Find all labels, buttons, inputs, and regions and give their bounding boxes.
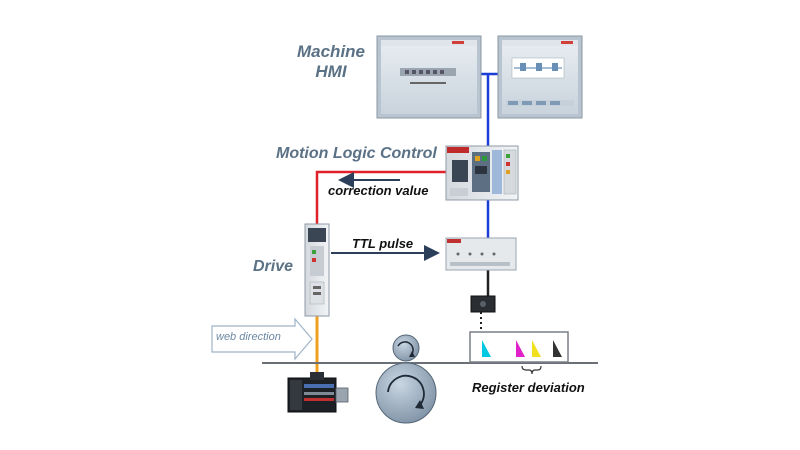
machine-hmi-label-line2: HMI xyxy=(315,62,347,81)
deviation-brace xyxy=(521,365,542,375)
web-direction-label: web direction xyxy=(216,331,281,343)
register-mark-yellow xyxy=(532,340,541,357)
register-mark-black xyxy=(553,340,562,357)
register-marks-box xyxy=(469,331,569,363)
drive-label: Drive xyxy=(253,258,294,275)
web-direction-arrow xyxy=(211,317,313,361)
motion-logic-control-device xyxy=(445,145,519,201)
machine-hmi-label-line1: Machine xyxy=(296,42,366,61)
drive-device xyxy=(304,223,330,317)
hmi-screen-right xyxy=(497,35,583,119)
register-mark-cyan xyxy=(482,340,491,357)
correction-value-label: correction value xyxy=(328,183,429,198)
register-mark-magenta xyxy=(516,340,525,357)
register-control-module xyxy=(445,237,517,271)
servo-motor xyxy=(287,372,349,413)
hmi-screen-left xyxy=(376,35,482,119)
ttl-pulse-label: TTL pulse xyxy=(352,236,414,251)
red-connection-line xyxy=(315,170,446,224)
register-deviation-label: Register deviation xyxy=(472,380,585,395)
ethernet-network xyxy=(481,72,498,238)
optical-sensor xyxy=(470,295,496,313)
machine-hmi-label: Machine HMI xyxy=(294,42,368,82)
motion-logic-control-label: Motion Logic Control xyxy=(276,145,437,162)
print-cylinder xyxy=(375,362,437,424)
upper-roller xyxy=(392,334,420,362)
